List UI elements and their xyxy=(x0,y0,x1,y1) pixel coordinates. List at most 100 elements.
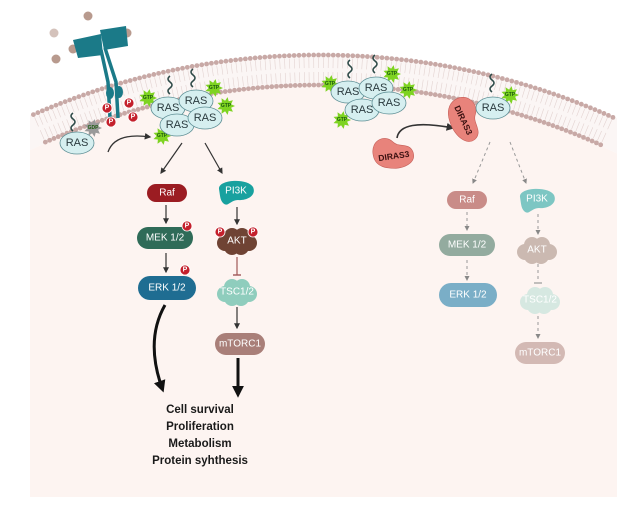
lipid-head xyxy=(71,95,77,101)
erk-node: ERK 1/2 xyxy=(138,276,196,300)
lipid-head xyxy=(199,62,205,68)
gtp-badge-label: GTP xyxy=(221,103,232,109)
lipid-head xyxy=(241,86,247,92)
diras3-free: DIRAS3 xyxy=(372,138,414,169)
mtorc1-node: mTORC1 xyxy=(215,333,265,355)
lipid-head xyxy=(51,136,57,141)
lipid-tail xyxy=(475,75,479,86)
lipid-head xyxy=(379,55,385,61)
lipid-tail xyxy=(240,62,243,73)
lipid-head xyxy=(437,62,443,68)
lipid-tail xyxy=(463,87,466,98)
lipid-tail xyxy=(187,70,191,81)
lipid-tail xyxy=(178,72,181,83)
gtp-badge-shape xyxy=(217,97,235,115)
lipid-tail xyxy=(163,75,167,86)
lipid-tail xyxy=(125,84,130,95)
lipid-head xyxy=(374,54,380,60)
lipid-tail xyxy=(580,108,586,119)
lipid-tail xyxy=(470,74,474,85)
phosphate-label: P xyxy=(127,100,132,107)
lipid-head xyxy=(537,87,543,92)
lipid-tail xyxy=(404,63,407,74)
lipid-tail xyxy=(553,98,558,109)
lipid-tail xyxy=(601,132,607,143)
lipid-tail xyxy=(416,78,419,89)
lipid-tail xyxy=(593,128,598,139)
lipid-head xyxy=(576,133,582,138)
lipid-anchor-icon xyxy=(347,59,353,79)
lipid-tail xyxy=(566,118,571,128)
lipid-head xyxy=(222,89,228,94)
lipid-head xyxy=(296,52,302,58)
lipid-head xyxy=(184,64,190,70)
lipid-tail xyxy=(280,73,282,84)
lipid-tail xyxy=(182,71,186,82)
lipid-tail xyxy=(426,80,429,91)
lipid-tail xyxy=(442,68,445,79)
lipid-head xyxy=(204,61,209,67)
gtp-badge-shape xyxy=(333,111,351,129)
lipid-tail xyxy=(84,97,89,108)
pi3k-node-shape xyxy=(218,180,254,205)
lipid-tail xyxy=(535,107,540,117)
lipid-tail xyxy=(430,81,433,92)
lipid-head xyxy=(403,57,409,63)
raf-node-inhibited-label: Raf xyxy=(459,195,475,206)
lipid-head xyxy=(551,91,557,97)
phosphate-badge: P xyxy=(105,116,117,128)
gtp-badge-label: GTP xyxy=(157,133,168,139)
gtp-badge-shape xyxy=(399,81,417,99)
gtp-badge: GTP xyxy=(399,81,417,99)
lipid-tail xyxy=(65,104,70,114)
lipid-tail xyxy=(598,116,604,126)
lipid-head xyxy=(514,79,519,85)
lipid-head xyxy=(428,61,433,66)
lipid-head xyxy=(365,54,370,59)
lipid-head xyxy=(556,93,561,99)
lipid-head xyxy=(73,127,79,133)
lipid-head xyxy=(350,53,356,59)
lipid-tail xyxy=(399,62,402,73)
lipid-tail xyxy=(472,89,476,100)
lipid-head xyxy=(255,85,261,91)
lipid-tail xyxy=(440,82,443,93)
lipid-head xyxy=(509,78,515,84)
lipid-tail xyxy=(544,110,549,120)
gtp-badge-label: GTP xyxy=(209,85,220,91)
lipid-tail xyxy=(221,64,224,75)
lipid-tail xyxy=(466,73,469,84)
lipid-tail xyxy=(227,77,230,88)
akt-node-inhibited: AKT xyxy=(517,237,557,264)
lipid-head xyxy=(423,60,429,66)
lipid-head xyxy=(189,64,195,69)
mek-node-shape xyxy=(137,227,193,249)
diras3-protein xyxy=(372,138,414,169)
lipid-head xyxy=(223,58,229,64)
pi3k-node-label: PI3K xyxy=(225,186,247,197)
lipid-head xyxy=(532,85,538,91)
lipid-head xyxy=(132,76,138,82)
lipid-tail xyxy=(602,118,608,128)
phosphate-icon xyxy=(247,226,259,238)
lipid-head xyxy=(94,87,100,93)
lipid-tail xyxy=(435,81,438,92)
lipid-tail xyxy=(458,86,462,97)
lipid-head xyxy=(209,60,214,66)
lipid-tail xyxy=(120,100,125,111)
lipid-tail xyxy=(39,130,45,140)
phosphate-badge: P xyxy=(247,226,259,238)
lipid-tail xyxy=(70,102,75,113)
lipid-head xyxy=(559,126,565,132)
lipid-head xyxy=(55,134,61,140)
mtorc1-node-inhibited-shape xyxy=(515,342,565,364)
phosphate-icon xyxy=(105,116,117,128)
lipid-tail xyxy=(562,116,567,127)
lipid-head xyxy=(451,95,457,101)
lipid-tail xyxy=(255,60,257,71)
lipid-tail xyxy=(503,82,507,93)
lipid-tail xyxy=(171,87,175,98)
inhibited-pathway-arrows xyxy=(464,141,541,339)
